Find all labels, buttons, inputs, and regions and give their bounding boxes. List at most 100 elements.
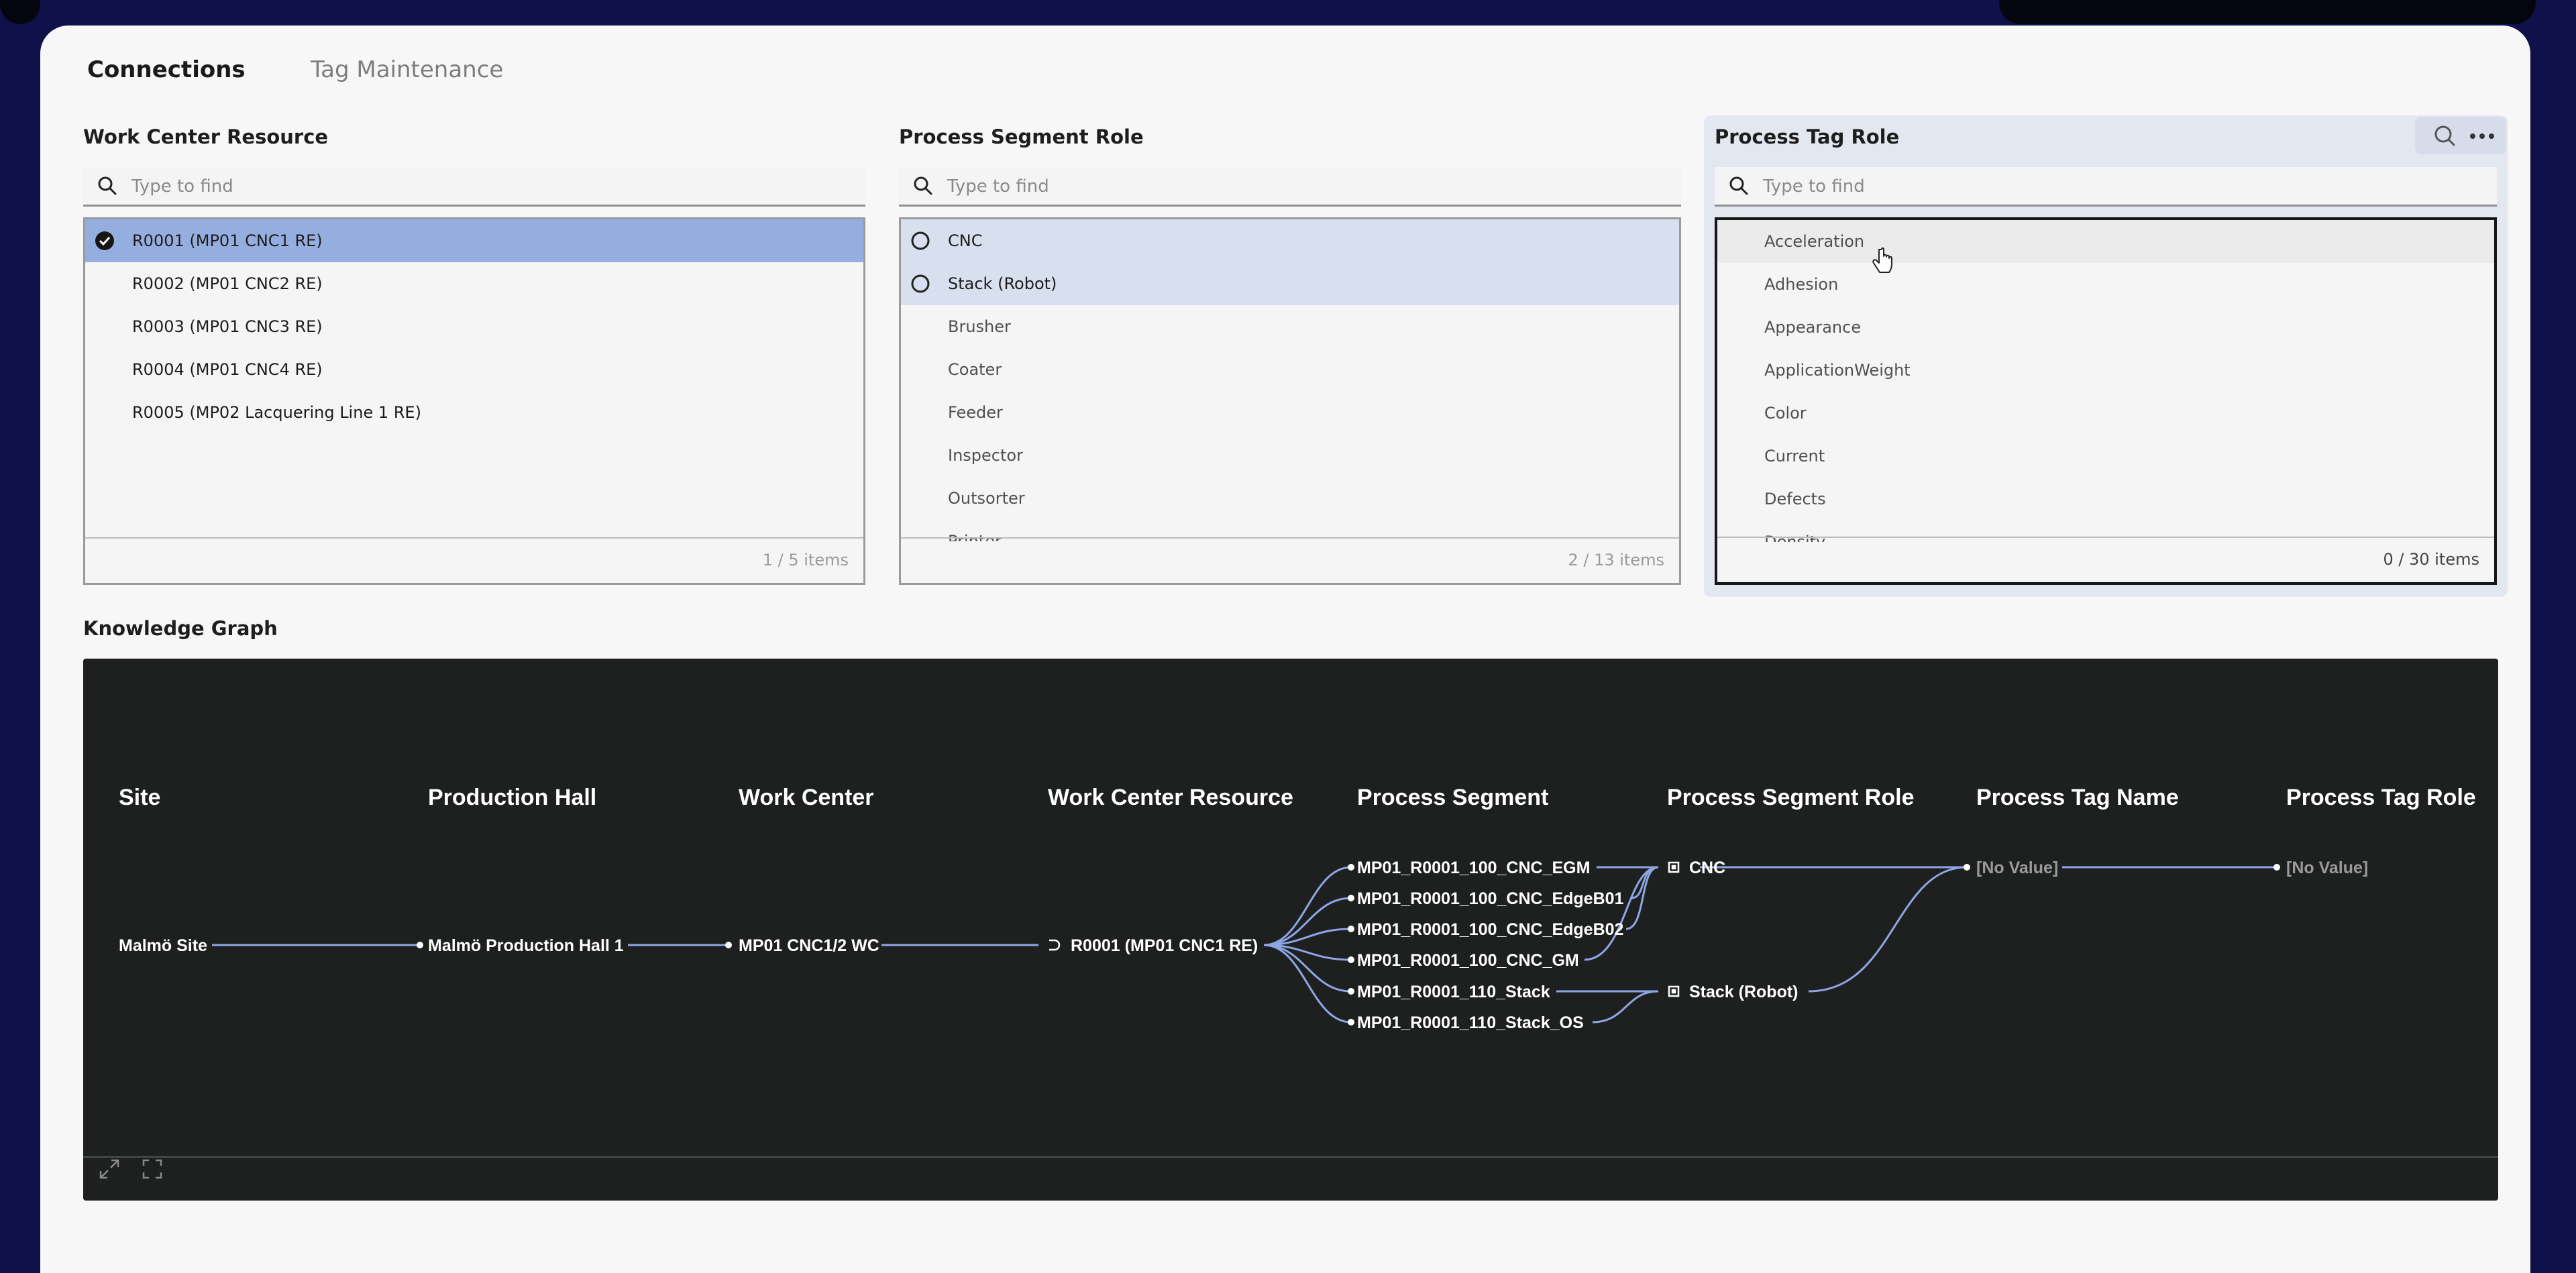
panel-title-process-tag-role: Process Tag Role: [1715, 125, 1900, 148]
graph-node-site[interactable]: Malmö Site: [119, 936, 207, 955]
list-item-label: Feeder: [948, 403, 1003, 422]
list-item[interactable]: CNC: [901, 219, 1679, 262]
graph-node-tag-name[interactable]: [No Value]: [1976, 859, 2058, 877]
list-item[interactable]: Inspector: [901, 434, 1679, 477]
graph-node-segment[interactable]: MP01_R0001_110_Stack: [1357, 983, 1550, 1001]
graph-node-tag-role[interactable]: [No Value]: [2286, 859, 2368, 877]
search-input-process-segment-role[interactable]: [946, 172, 1673, 201]
search-icon: [1729, 176, 1748, 195]
panel-toolbar-icons: [2434, 125, 2494, 146]
list-item-label: Brusher: [948, 317, 1011, 336]
list-process-segment-role: CNC Stack (Robot) Brusher Coater Feeder …: [899, 217, 1681, 585]
graph-edges: [212, 866, 2277, 1023]
knowledge-graph-title: Knowledge Graph: [83, 617, 278, 640]
list-item[interactable]: Feeder: [901, 391, 1679, 434]
list-item[interactable]: R0005 (MP02 Lacquering Line 1 RE): [85, 391, 863, 434]
graph-node-segment[interactable]: MP01_R0001_100_CNC_GM: [1357, 951, 1579, 970]
graph-node-segment[interactable]: MP01_R0001_110_Stack_OS: [1357, 1013, 1584, 1032]
list-item[interactable]: Brusher: [901, 305, 1679, 348]
list-footer: 0 / 30 items: [1717, 537, 2494, 582]
list-item-label: Acceleration: [1764, 232, 1865, 251]
list-item[interactable]: ApplicationWeight: [1717, 349, 2494, 392]
column-header: Production Hall: [428, 785, 596, 810]
list-work-center-resource: R0001 (MP01 CNC1 RE) R0002 (MP01 CNC2 RE…: [83, 217, 865, 585]
graph-node-segment[interactable]: MP01_R0001_100_CNC_EdgeB02: [1357, 920, 1623, 939]
list-item[interactable]: Stack (Robot): [901, 262, 1679, 305]
list-process-tag-role: Acceleration Adhesion Appearance Applica…: [1715, 217, 2497, 585]
list-item[interactable]: Defects: [1717, 478, 2494, 520]
role-node-icon: [1668, 861, 1680, 997]
column-header: Process Segment Role: [1667, 785, 1914, 810]
graph-node-resource[interactable]: R0001 (MP01 CNC1 RE): [1071, 936, 1258, 955]
search-icon: [98, 176, 117, 195]
list-item[interactable]: Acceleration: [1717, 220, 2494, 263]
radio-circle-icon: [911, 231, 930, 250]
list-item[interactable]: R0002 (MP01 CNC2 RE): [85, 262, 863, 305]
column-header: Work Center Resource: [1048, 785, 1293, 810]
tab-tag-maintenance[interactable]: Tag Maintenance: [311, 56, 504, 83]
search-icon[interactable]: [2434, 125, 2455, 146]
more-options-icon[interactable]: [2470, 133, 2494, 139]
resource-node-icon: [1049, 939, 1061, 951]
panel-title-process-segment-role: Process Segment Role: [899, 125, 1144, 148]
item-count: 1 / 5 items: [762, 551, 849, 569]
list-item-label: Stack (Robot): [948, 274, 1057, 293]
list-item-label: Printer: [948, 532, 1002, 541]
list-item[interactable]: Color: [1717, 392, 2494, 435]
graph-node-hall[interactable]: Malmö Production Hall 1: [428, 936, 624, 955]
list-item-label: Inspector: [948, 446, 1023, 465]
column-header: Process Tag Name: [1976, 785, 2179, 810]
item-count: 0 / 30 items: [2383, 550, 2479, 569]
list-item-label: CNC: [948, 231, 983, 250]
list-item[interactable]: Printer: [901, 520, 1679, 541]
list-item-label: R0005 (MP02 Lacquering Line 1 RE): [132, 403, 421, 422]
item-count: 2 / 13 items: [1568, 551, 1664, 569]
list-item[interactable]: Outsorter: [901, 477, 1679, 520]
list-item[interactable]: Adhesion: [1717, 263, 2494, 306]
fullscreen-icon[interactable]: [141, 1158, 164, 1180]
list-item[interactable]: R0003 (MP01 CNC3 RE): [85, 305, 863, 348]
expand-diagonal-icon[interactable]: [98, 1158, 121, 1180]
list-item-label: Appearance: [1764, 318, 1862, 337]
graph-toolbar: [83, 1156, 2498, 1201]
graph-node-role[interactable]: Stack (Robot): [1689, 983, 1799, 1001]
window-edge-left: [0, 0, 40, 24]
list-item[interactable]: Appearance: [1717, 306, 2494, 349]
column-header: Work Center: [739, 785, 874, 810]
list-item[interactable]: R0004 (MP01 CNC4 RE): [85, 348, 863, 391]
list-item-label: Adhesion: [1764, 275, 1839, 294]
search-box-process-tag-role[interactable]: [1715, 167, 2497, 207]
search-icon: [914, 176, 932, 195]
list-footer: 2 / 13 items: [901, 537, 1679, 583]
hand-cursor-icon: [1872, 247, 1892, 273]
list-item-label: R0001 (MP01 CNC1 RE): [132, 231, 323, 250]
graph-node-dots: [417, 864, 2280, 1026]
column-header: Process Segment: [1357, 785, 1548, 810]
list-item-label: R0003 (MP01 CNC3 RE): [132, 317, 323, 336]
graph-node-role[interactable]: CNC: [1689, 859, 1725, 877]
list-item[interactable]: R0001 (MP01 CNC1 RE): [85, 219, 863, 262]
tab-connections[interactable]: Connections: [87, 56, 246, 83]
list-footer: 1 / 5 items: [85, 537, 863, 583]
checkmark-circle-icon: [95, 231, 114, 250]
list-item-label: ApplicationWeight: [1764, 361, 1911, 380]
search-input-work-center-resource[interactable]: [130, 172, 857, 201]
search-input-process-tag-role[interactable]: [1762, 172, 2489, 201]
list-item-label: Defects: [1764, 490, 1826, 508]
radio-circle-icon: [911, 274, 930, 293]
graph-node-segment[interactable]: MP01_R0001_100_CNC_EGM: [1357, 859, 1590, 877]
graph-node-work-center[interactable]: MP01 CNC1/2 WC: [739, 936, 879, 955]
list-item[interactable]: Coater: [901, 348, 1679, 391]
list-item-label: Outsorter: [948, 489, 1025, 508]
list-item-label: R0002 (MP01 CNC2 RE): [132, 274, 323, 293]
graph-node-segment[interactable]: MP01_R0001_100_CNC_EdgeB01: [1357, 889, 1624, 908]
column-header: Process Tag Role: [2286, 785, 2476, 810]
search-box-work-center-resource[interactable]: [83, 167, 865, 207]
list-item[interactable]: Current: [1717, 435, 2494, 478]
knowledge-graph-svg: Site Production Hall Work Center Work Ce…: [119, 785, 2476, 1032]
search-box-process-segment-role[interactable]: [899, 167, 1681, 207]
knowledge-graph-canvas[interactable]: Site Production Hall Work Center Work Ce…: [83, 659, 2498, 1201]
list-item-label: Color: [1764, 404, 1807, 423]
list-item-label: R0004 (MP01 CNC4 RE): [132, 360, 323, 379]
panel-toolbar: [2415, 117, 2506, 154]
